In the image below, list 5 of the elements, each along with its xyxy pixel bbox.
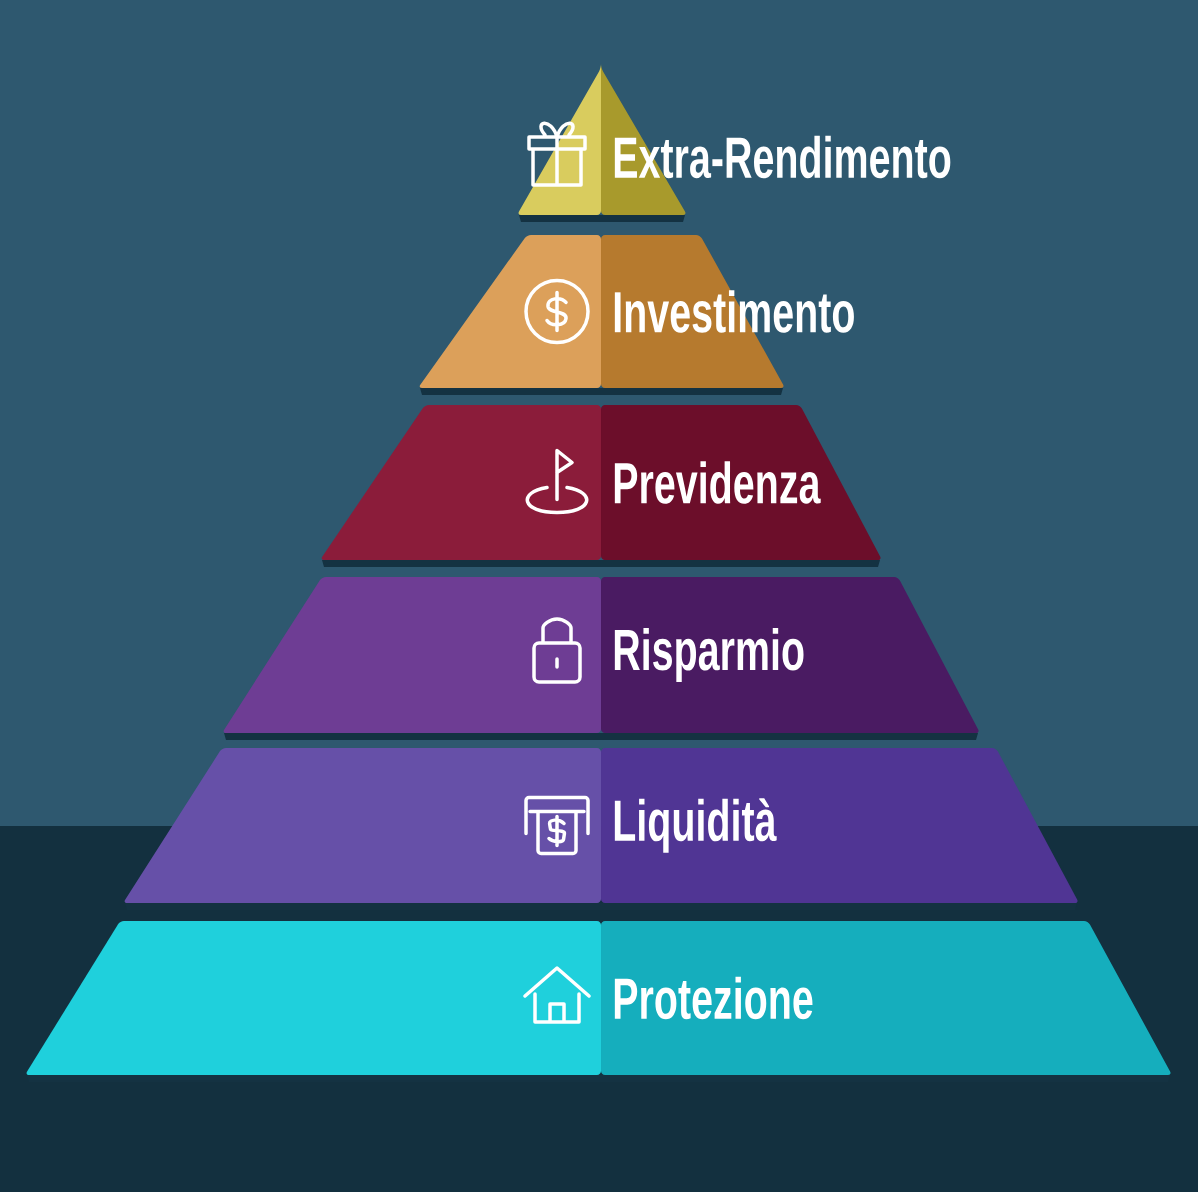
pyramid-layer: Protezione xyxy=(26,921,1171,1082)
pyramid-layer: Risparmio xyxy=(223,577,979,740)
node-label: Protezione xyxy=(614,976,813,1020)
pyramid-layer: Liquidità xyxy=(124,748,1078,910)
pyramid-layer: Previdenza xyxy=(321,405,881,567)
